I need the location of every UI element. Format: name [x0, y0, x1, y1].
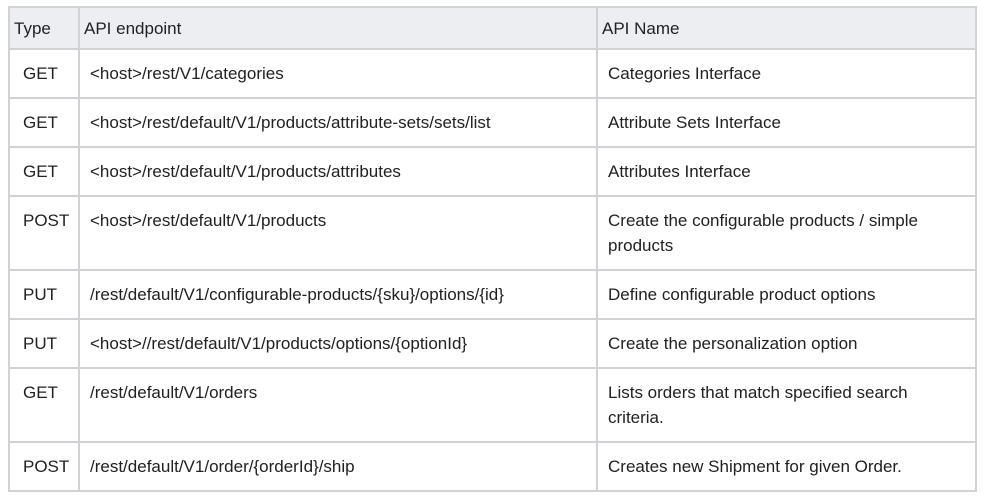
cell-endpoint: <host>//rest/default/V1/products/options…	[78, 318, 598, 369]
cell-endpoint: /rest/default/V1/configurable-products/{…	[78, 269, 598, 320]
cell-endpoint: /rest/default/V1/order/{orderId}/ship	[78, 441, 598, 492]
table-row: GET /rest/default/V1/orders Lists orders…	[8, 367, 977, 443]
cell-api-name: Attribute Sets Interface	[596, 97, 977, 148]
cell-api-name: Create the configurable products / simpl…	[596, 195, 977, 271]
table-row: GET <host>/rest/default/V1/products/attr…	[8, 97, 977, 148]
cell-type: GET	[8, 146, 80, 197]
cell-endpoint: /rest/default/V1/orders	[78, 367, 598, 443]
table-row: POST <host>/rest/default/V1/products Cre…	[8, 195, 977, 271]
table-row: PUT <host>//rest/default/V1/products/opt…	[8, 318, 977, 369]
cell-endpoint: <host>/rest/default/V1/products	[78, 195, 598, 271]
table-row: PUT /rest/default/V1/configurable-produc…	[8, 269, 977, 320]
header-api-endpoint: API endpoint	[78, 6, 598, 50]
cell-type: GET	[8, 97, 80, 148]
cell-type: PUT	[8, 318, 80, 369]
cell-api-name: Create the personalization option	[596, 318, 977, 369]
cell-endpoint: <host>/rest/default/V1/products/attribut…	[78, 146, 598, 197]
table-row: GET <host>/rest/V1/categories Categories…	[8, 48, 977, 99]
header-api-name: API Name	[596, 6, 977, 50]
cell-api-name: Define configurable product options	[596, 269, 977, 320]
cell-api-name: Creates new Shipment for given Order.	[596, 441, 977, 492]
page-top-edge	[0, 0, 988, 6]
cell-type: POST	[8, 195, 80, 271]
cell-api-name: Attributes Interface	[596, 146, 977, 197]
table-header-row: Type API endpoint API Name	[8, 6, 977, 50]
cell-api-name: Lists orders that match specified search…	[596, 367, 977, 443]
cell-type: POST	[8, 441, 80, 492]
table-row: GET <host>/rest/default/V1/products/attr…	[8, 146, 977, 197]
cell-api-name: Categories Interface	[596, 48, 977, 99]
cell-endpoint: <host>/rest/V1/categories	[78, 48, 598, 99]
cell-endpoint: <host>/rest/default/V1/products/attribut…	[78, 97, 598, 148]
header-type: Type	[8, 6, 80, 50]
api-endpoints-table: Type API endpoint API Name GET <host>/re…	[8, 6, 977, 492]
cell-type: GET	[8, 48, 80, 99]
cell-type: PUT	[8, 269, 80, 320]
cell-type: GET	[8, 367, 80, 443]
table-row: POST /rest/default/V1/order/{orderId}/sh…	[8, 441, 977, 492]
